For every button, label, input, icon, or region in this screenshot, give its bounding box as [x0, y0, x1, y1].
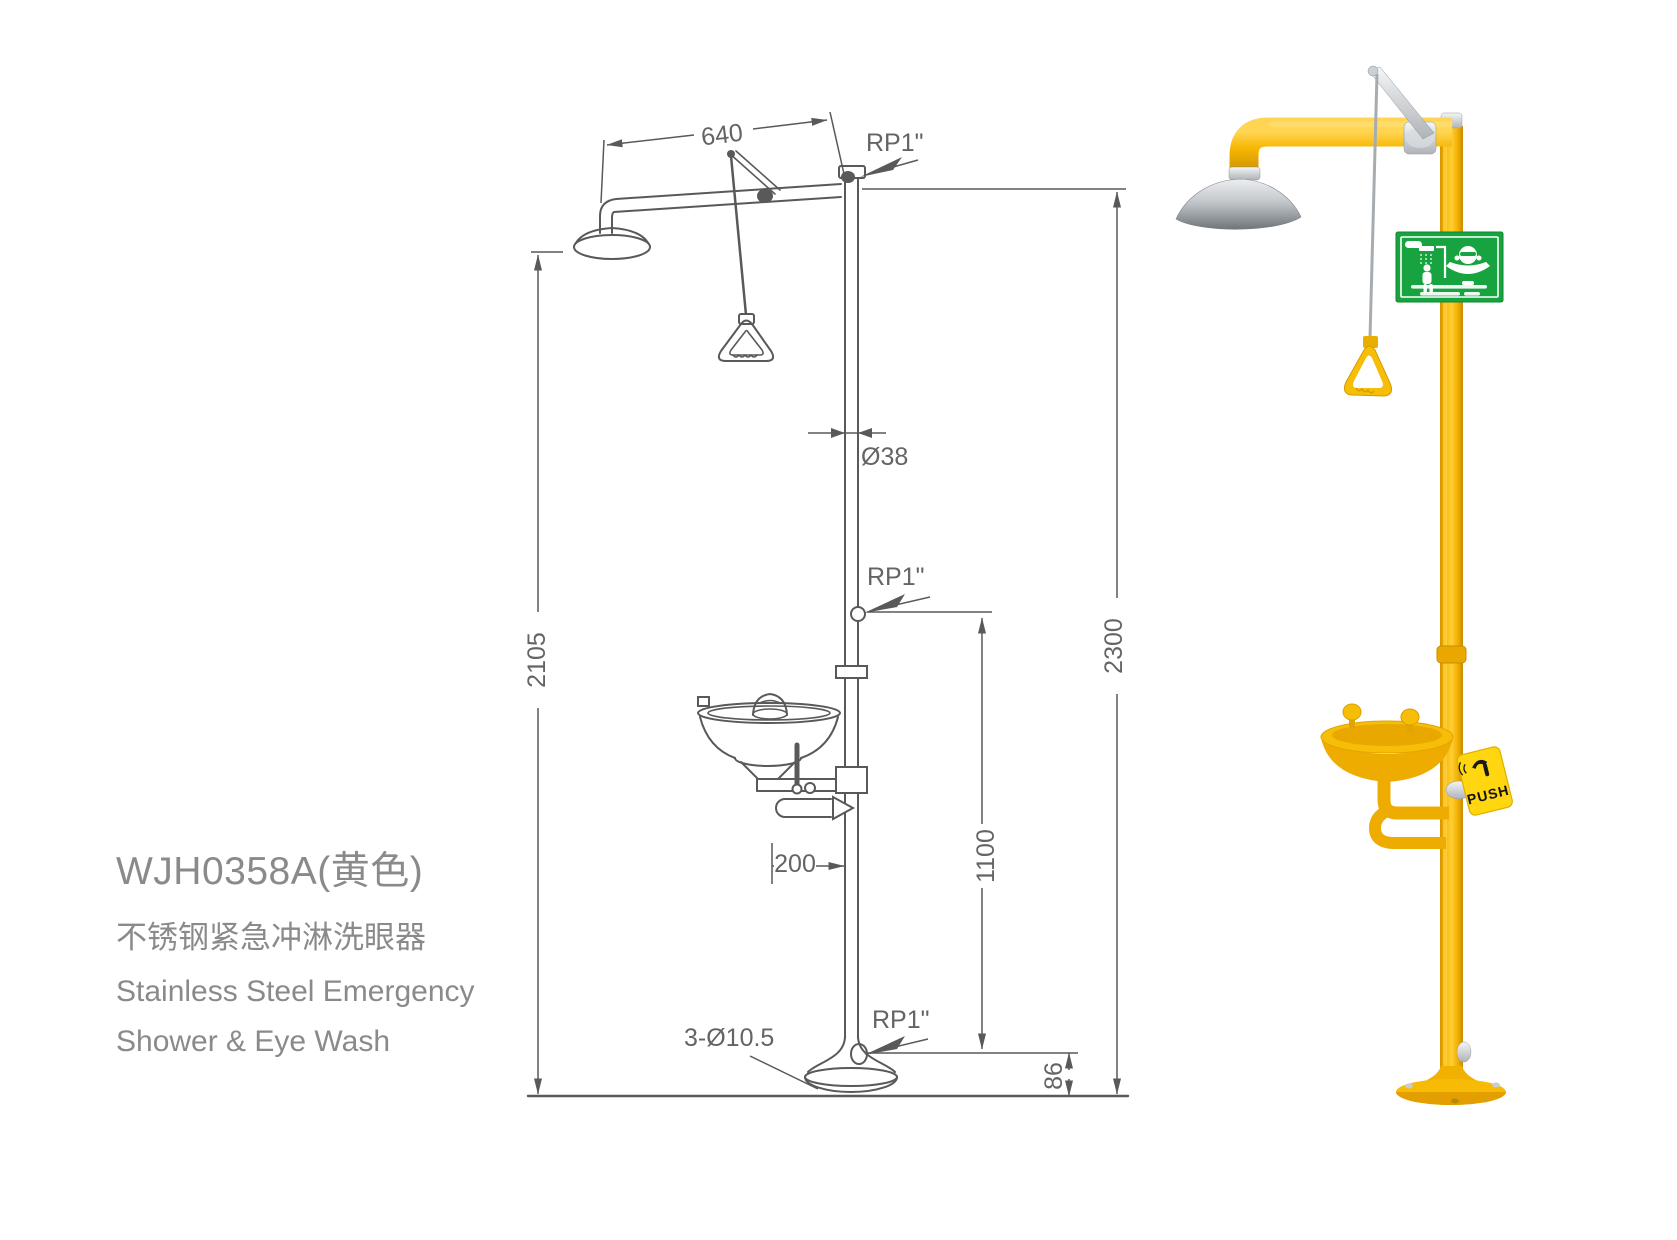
drawing-pull-assembly: [717, 150, 781, 362]
valve-cone: [832, 795, 856, 821]
product-pull-assembly: [1344, 65, 1437, 397]
shower-person-icon: [1419, 245, 1447, 293]
bowl-body: [1321, 738, 1453, 782]
push-plate[interactable]: PUSH: [1456, 746, 1514, 817]
inlet-fitting: [1456, 1041, 1472, 1063]
stainless-shower-head: [1175, 178, 1302, 230]
spray-nozzle: [1342, 703, 1362, 728]
product-name-en-line1: Stainless Steel Emergency: [116, 975, 475, 1008]
pipe-tee: [835, 766, 868, 794]
drawing-eyewash-bowl: [697, 693, 841, 818]
product-name-en-line2: Shower & Eye Wash: [116, 1025, 390, 1058]
sign-text-line: [1420, 292, 1460, 296]
push-hand-icon: [1472, 759, 1488, 769]
pole-union: [1436, 645, 1467, 664]
dim-86-label: 86: [1040, 1062, 1068, 1090]
shower-head: [573, 234, 651, 260]
bolt-hole: [1451, 1098, 1459, 1104]
dimensions: 640 RP1" Ø38 RP1" 1100 86: [523, 111, 1128, 1097]
thread-top-label: RP1": [866, 129, 924, 157]
product-name-cn: 不锈钢紧急冲淋洗眼器: [116, 920, 426, 955]
thread-mid-label: RP1": [867, 563, 925, 591]
thread-bottom-label: RP1": [872, 1006, 930, 1034]
product-photo: PUSH: [1175, 65, 1514, 1105]
eyewash-face-icon: [1446, 246, 1490, 285]
sign-text-line: [1411, 285, 1487, 289]
bolt-hole: [1492, 1082, 1500, 1088]
sign-text-line: [1464, 292, 1480, 296]
dim-640-label: 640: [700, 119, 745, 152]
pull-handle: [717, 319, 775, 362]
product-base: [1396, 1041, 1506, 1105]
shower-collar: [1228, 166, 1261, 181]
product-eyewash: PUSH: [1320, 703, 1514, 849]
bottom-inlet: [850, 1043, 868, 1065]
supply-pipe: [1368, 804, 1446, 849]
technical-drawing: 640 RP1" Ø38 RP1" 1100 86: [523, 111, 1130, 1098]
dim-1100-label: 1100: [972, 829, 1000, 883]
pipe-diameter-label: Ø38: [861, 443, 908, 471]
spray-nozzle: [1400, 708, 1420, 733]
dim-200-label: 200: [774, 850, 816, 878]
model-number: WJH0358A(黄色): [116, 850, 424, 893]
drawing-base: [804, 1035, 898, 1093]
pull-rod: [1368, 73, 1379, 339]
product-shower-arm: [1175, 117, 1453, 230]
dim-2105-label: 2105: [523, 632, 551, 688]
base-holes-label: 3-Ø10.5: [684, 1024, 774, 1052]
safety-sign: [1395, 231, 1504, 303]
drain-pipe: [1377, 780, 1449, 820]
title-block: WJH0358A(黄色) 不锈钢紧急冲淋洗眼器 Stainless Steel …: [116, 840, 475, 1059]
pipe-coupling: [835, 665, 868, 679]
sign-logo: [1405, 241, 1422, 248]
dim-2300-label: 2300: [1100, 618, 1128, 674]
bolt-hole: [1405, 1083, 1413, 1089]
drawing-shower-arm: [573, 183, 842, 260]
